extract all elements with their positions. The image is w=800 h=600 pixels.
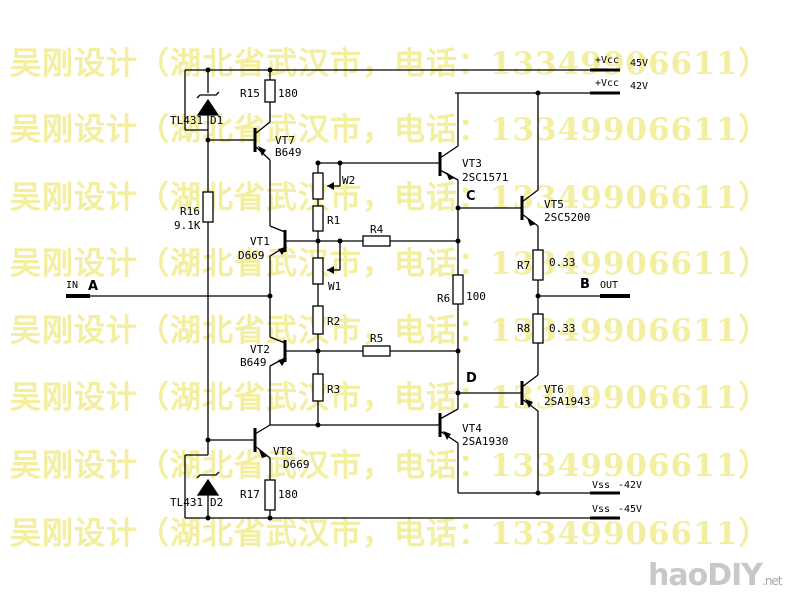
vt1-name: VT1	[250, 235, 270, 248]
d2-name: D2	[210, 496, 223, 509]
w2-name: W2	[342, 174, 355, 187]
watermark-row: 吴刚设计（湖北省武汉市，电话：13349906611）	[10, 246, 771, 282]
node-c-label: C	[466, 189, 476, 204]
vt5-name: VT5	[544, 198, 564, 211]
r17-name: R17	[240, 488, 260, 501]
w1-wiper-arrow	[327, 266, 334, 274]
rail-vss42-value: -42V	[618, 480, 642, 491]
vt4-part: 2SA1930	[462, 435, 508, 448]
resistor-r8	[532, 313, 544, 344]
logo-text: haoDIY	[648, 558, 763, 593]
vt3-name: VT3	[462, 157, 482, 170]
r7-name: R7	[517, 259, 530, 272]
r16-value: 9.1K	[174, 219, 201, 232]
emitter-arrow	[443, 431, 451, 440]
node-a-label: A	[88, 279, 98, 294]
zener-d2-bar	[196, 471, 220, 479]
rail-vcc42-value: 42V	[630, 81, 648, 92]
rail-vss42-label: Vss	[592, 480, 610, 491]
watermark-row: 吴刚设计（湖北省武汉市，电话：13349906611）	[10, 380, 771, 416]
d1-part: TL431	[170, 114, 203, 127]
r3-name: R3	[327, 383, 340, 396]
vt8-name: VT8	[273, 445, 293, 458]
r7-value: 0.33	[549, 256, 576, 269]
potentiometer-w1	[312, 257, 324, 285]
emitter-arrow	[278, 358, 287, 366]
vt6-name: VT6	[544, 383, 564, 396]
zener-d1-icon	[196, 98, 220, 116]
resistor-r2	[312, 305, 324, 335]
rail-vcc42-label: +Vcc	[595, 78, 619, 89]
node-d-label: D	[466, 371, 477, 386]
resistor-r15	[264, 79, 276, 103]
resistor-r4	[362, 235, 391, 247]
r8-name: R8	[517, 322, 530, 335]
resistor-r1	[312, 205, 324, 232]
r5-name: R5	[370, 332, 383, 345]
zener-d2-icon	[196, 478, 220, 496]
resistor-r3	[312, 373, 324, 402]
w1-name: W1	[328, 280, 341, 293]
vt2-name: VT2	[250, 343, 270, 356]
watermark-row: 吴刚设计（湖北省武汉市，电话：13349906611）	[10, 46, 771, 82]
vt5-part: 2SC5200	[544, 211, 590, 224]
resistor-r5	[362, 345, 391, 357]
resistor-r6	[452, 274, 464, 305]
emitter-arrow	[446, 172, 455, 180]
input-label: IN	[66, 280, 78, 291]
watermark-row: 吴刚设计（湖北省武汉市，电话：13349906611）	[10, 180, 771, 216]
r4-name: R4	[370, 223, 384, 236]
r1-name: R1	[327, 214, 340, 227]
r2-name: R2	[327, 315, 340, 328]
w2-wiper-arrow	[327, 182, 334, 190]
d1-name: D1	[210, 114, 223, 127]
vt4-name: VT4	[462, 422, 482, 435]
zener-d1-bar	[196, 91, 220, 99]
logo-suffix: .net	[762, 574, 782, 588]
r6-name: R6	[437, 292, 450, 305]
resistor-r17	[264, 479, 276, 511]
vt7-name: VT7	[275, 134, 295, 147]
vt6-part: 2SA1943	[544, 395, 590, 408]
site-logo: haoDIY.net	[648, 558, 782, 593]
emitter-arrow	[278, 247, 287, 255]
d2-part: TL431	[170, 496, 203, 509]
r16-name: R16	[180, 205, 200, 218]
vt2-part: B649	[240, 356, 267, 369]
rail-vss45-value: -45V	[618, 504, 642, 515]
wires	[90, 69, 605, 519]
resistor-r16	[202, 191, 214, 223]
node-b-label: B	[580, 277, 590, 292]
r8-value: 0.33	[549, 322, 576, 335]
vt3-part: 2SC1571	[462, 171, 508, 184]
output-label: OUT	[600, 280, 618, 291]
resistor-r7	[532, 249, 544, 281]
watermark-row: 吴刚设计（湖北省武汉市，电话：13349906611）	[10, 313, 771, 349]
watermark-row: 吴刚设计（湖北省武汉市，电话：13349906611）	[10, 448, 771, 484]
vt7-part: B649	[275, 146, 302, 159]
emitter-arrow	[259, 450, 268, 458]
potentiometer-w2	[312, 172, 324, 200]
vt1-part: D669	[238, 249, 265, 262]
junction-dots	[205, 67, 541, 521]
emitter-arrow	[525, 399, 533, 408]
vt8-part: D669	[283, 458, 310, 471]
r15-name: R15	[240, 87, 260, 100]
watermark-row: 吴刚设计（湖北省武汉市，电话：13349906611）	[10, 516, 771, 552]
emitter-arrow	[258, 146, 266, 156]
rail-vss45-label: Vss	[592, 504, 610, 515]
r17-value: 180	[278, 488, 298, 501]
rail-vcc45-label: +Vcc	[595, 55, 619, 66]
emitter-arrow	[527, 218, 536, 226]
rail-vcc45-value: 45V	[630, 58, 648, 69]
watermark-row: 吴刚设计（湖北省武汉市，电话：13349906611）	[10, 112, 771, 148]
r6-value: 100	[466, 290, 486, 303]
r15-value: 180	[278, 87, 298, 100]
